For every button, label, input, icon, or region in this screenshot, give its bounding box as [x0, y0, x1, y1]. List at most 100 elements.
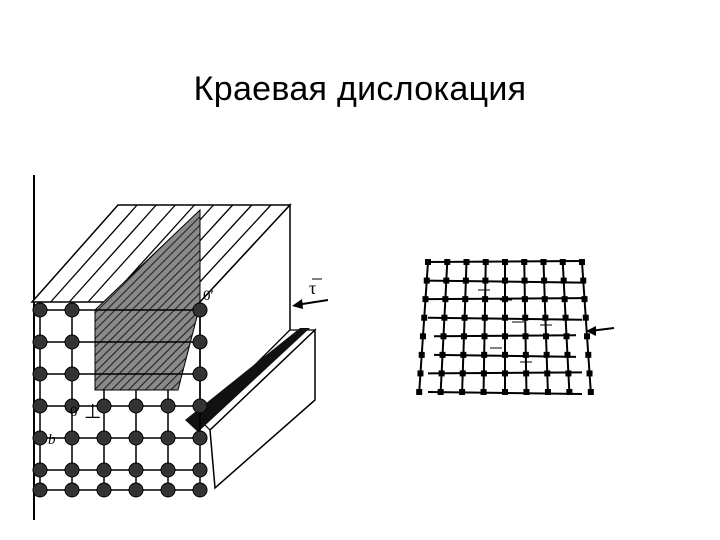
lattice-node	[540, 259, 547, 265]
lattice-node	[543, 351, 550, 358]
lattice-node	[425, 259, 431, 265]
lattice-node	[419, 333, 426, 340]
atom	[160, 482, 176, 498]
atom	[32, 462, 48, 478]
atom	[64, 366, 80, 382]
atom	[192, 366, 208, 382]
atom	[32, 398, 48, 414]
lattice-column-line	[482, 261, 487, 393]
lattice-node	[482, 296, 489, 303]
lattice-node	[416, 389, 423, 395]
atom	[160, 430, 176, 446]
lattice-node	[586, 370, 593, 377]
lattice-node	[440, 333, 447, 340]
lattice-node	[502, 389, 508, 395]
label-burgers-vector: b	[48, 432, 56, 448]
label-shear-stress: τ	[309, 278, 316, 298]
lattice-node	[481, 333, 488, 340]
lattice-node	[482, 259, 489, 265]
atom	[160, 398, 176, 414]
lattice-node	[561, 296, 568, 303]
lattice-node	[562, 314, 569, 321]
atom	[64, 430, 80, 446]
lattice-node	[584, 333, 591, 340]
front-atom-lattice	[32, 302, 208, 498]
atom	[96, 430, 112, 446]
lattice-node	[481, 351, 488, 358]
lattice-node	[417, 370, 424, 377]
lattice-node	[541, 296, 548, 303]
atom	[32, 482, 48, 498]
lattice-node	[423, 277, 430, 284]
lattice-node	[422, 296, 429, 303]
stress-arrow-head	[292, 299, 303, 309]
lattice-node	[482, 277, 489, 284]
lattice-node	[418, 351, 425, 358]
square-lattice-with-edge-dislocation	[416, 259, 594, 395]
lattice-node	[563, 333, 570, 340]
lattice-node	[459, 389, 466, 395]
lattice-node	[462, 296, 469, 303]
atom	[64, 334, 80, 350]
atom	[64, 302, 80, 318]
lattice-column-line	[581, 261, 592, 393]
lattice-node	[522, 351, 529, 358]
lattice-node	[502, 351, 508, 358]
lattice-node	[521, 259, 528, 265]
atom	[192, 398, 208, 414]
lattice-node	[502, 296, 508, 303]
lattice-node	[502, 370, 508, 377]
lattice-node	[543, 333, 550, 340]
atom	[96, 398, 112, 414]
extra-half-plane	[94, 208, 201, 391]
lattice-node	[480, 389, 487, 395]
lattice-stress-arrow-head	[586, 326, 596, 336]
lattice-column-line	[561, 261, 571, 393]
atom	[192, 302, 208, 318]
atom	[128, 482, 144, 498]
lattice-node	[521, 277, 528, 284]
lattice-node	[441, 314, 448, 321]
lattice-node	[461, 314, 468, 321]
atom	[64, 482, 80, 498]
lattice-node	[544, 370, 551, 377]
lattice-column-line	[523, 261, 528, 393]
lattice-node	[585, 351, 592, 358]
lattice-node	[542, 314, 549, 321]
atom	[128, 462, 144, 478]
lattice-node	[463, 259, 470, 265]
lattice-column-line	[461, 261, 468, 393]
lattice-node	[544, 389, 551, 395]
lattice-node	[521, 296, 528, 303]
lattice-node	[580, 277, 587, 284]
lattice-node	[481, 314, 488, 321]
lattice-node	[442, 296, 449, 303]
top-face-stripe	[68, 204, 157, 303]
lattice-node	[438, 370, 445, 377]
lattice-node	[581, 296, 588, 303]
atom	[128, 398, 144, 414]
lattice-node	[565, 370, 572, 377]
atom	[64, 462, 80, 478]
lattice-node	[437, 389, 444, 395]
atom	[128, 430, 144, 446]
lattice-node	[541, 277, 548, 284]
label-origin: 0	[70, 404, 78, 420]
lattice-node	[523, 389, 530, 395]
label-origin-prime: 0′	[203, 288, 214, 304]
lattice-2d-figure	[416, 259, 615, 395]
lattice-node	[502, 333, 508, 340]
atom	[64, 398, 80, 414]
top-face-stripe	[50, 204, 138, 303]
atom	[32, 366, 48, 382]
lattice-node	[559, 259, 566, 265]
top-face-stripe	[87, 204, 176, 303]
lattice-node	[566, 389, 573, 395]
lattice-node	[439, 351, 446, 358]
lattice-node	[421, 314, 428, 321]
atom	[32, 302, 48, 318]
lattice-column-line	[418, 261, 429, 393]
atom	[96, 462, 112, 478]
